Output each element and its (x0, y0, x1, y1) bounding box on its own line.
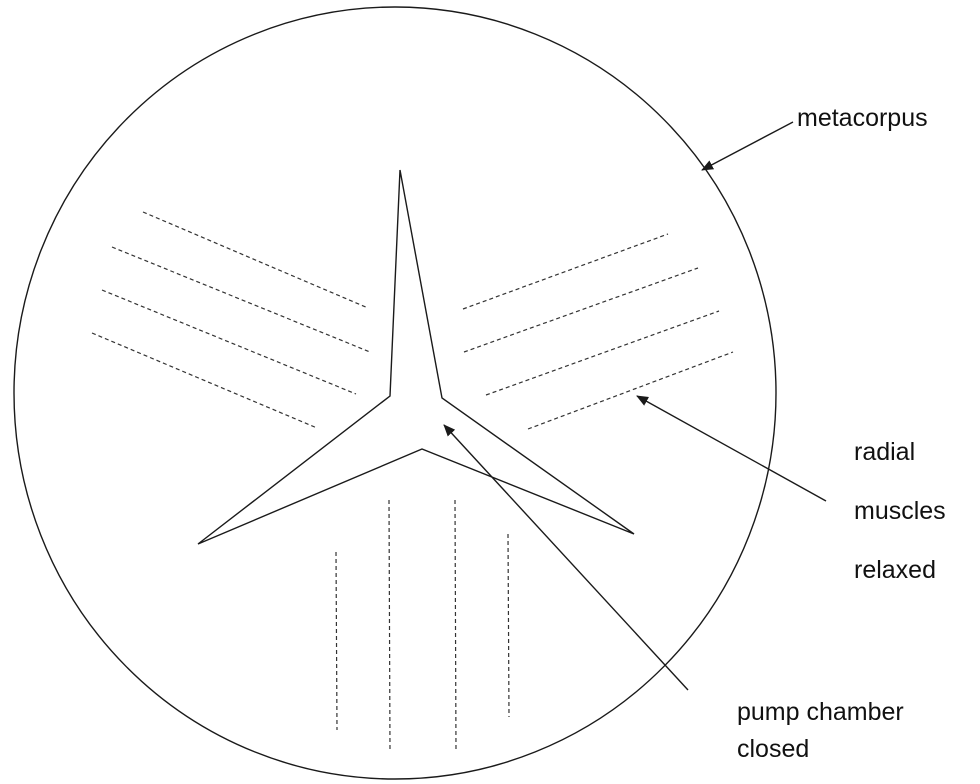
muscle-fiber (455, 500, 456, 752)
radial-muscles-lower (336, 500, 509, 752)
muscle-fiber (463, 234, 668, 309)
muscle-fiber (528, 352, 733, 429)
radial-muscles-upper-left (92, 212, 370, 428)
metacorpus-pointer-arrow (702, 122, 793, 170)
radial-muscles-label-line1: radial (854, 440, 915, 465)
muscle-fiber (464, 268, 698, 352)
metacorpus-outline (14, 7, 776, 779)
pump-chamber-label-line1: pump chamber (737, 700, 904, 725)
muscle-fiber (486, 311, 719, 395)
muscle-fiber (508, 534, 509, 717)
pump-chamber-pointer-arrow (444, 425, 688, 690)
radial-muscles-pointer-arrow (637, 396, 826, 501)
muscle-fiber (143, 212, 368, 308)
radial-muscles-upper-right (463, 234, 733, 429)
muscle-fiber (112, 247, 370, 352)
metacorpus-label: metacorpus (797, 106, 928, 131)
muscle-fiber (102, 290, 356, 394)
pump-chamber-label-line2: closed (737, 737, 809, 762)
radial-muscles-label-line3: relaxed (854, 558, 936, 583)
muscle-fiber (336, 552, 337, 730)
muscle-fiber (389, 500, 390, 752)
muscle-fiber (92, 333, 317, 428)
radial-muscles-label-line2: muscles (854, 499, 946, 524)
pump-chamber-lumen (198, 170, 634, 544)
